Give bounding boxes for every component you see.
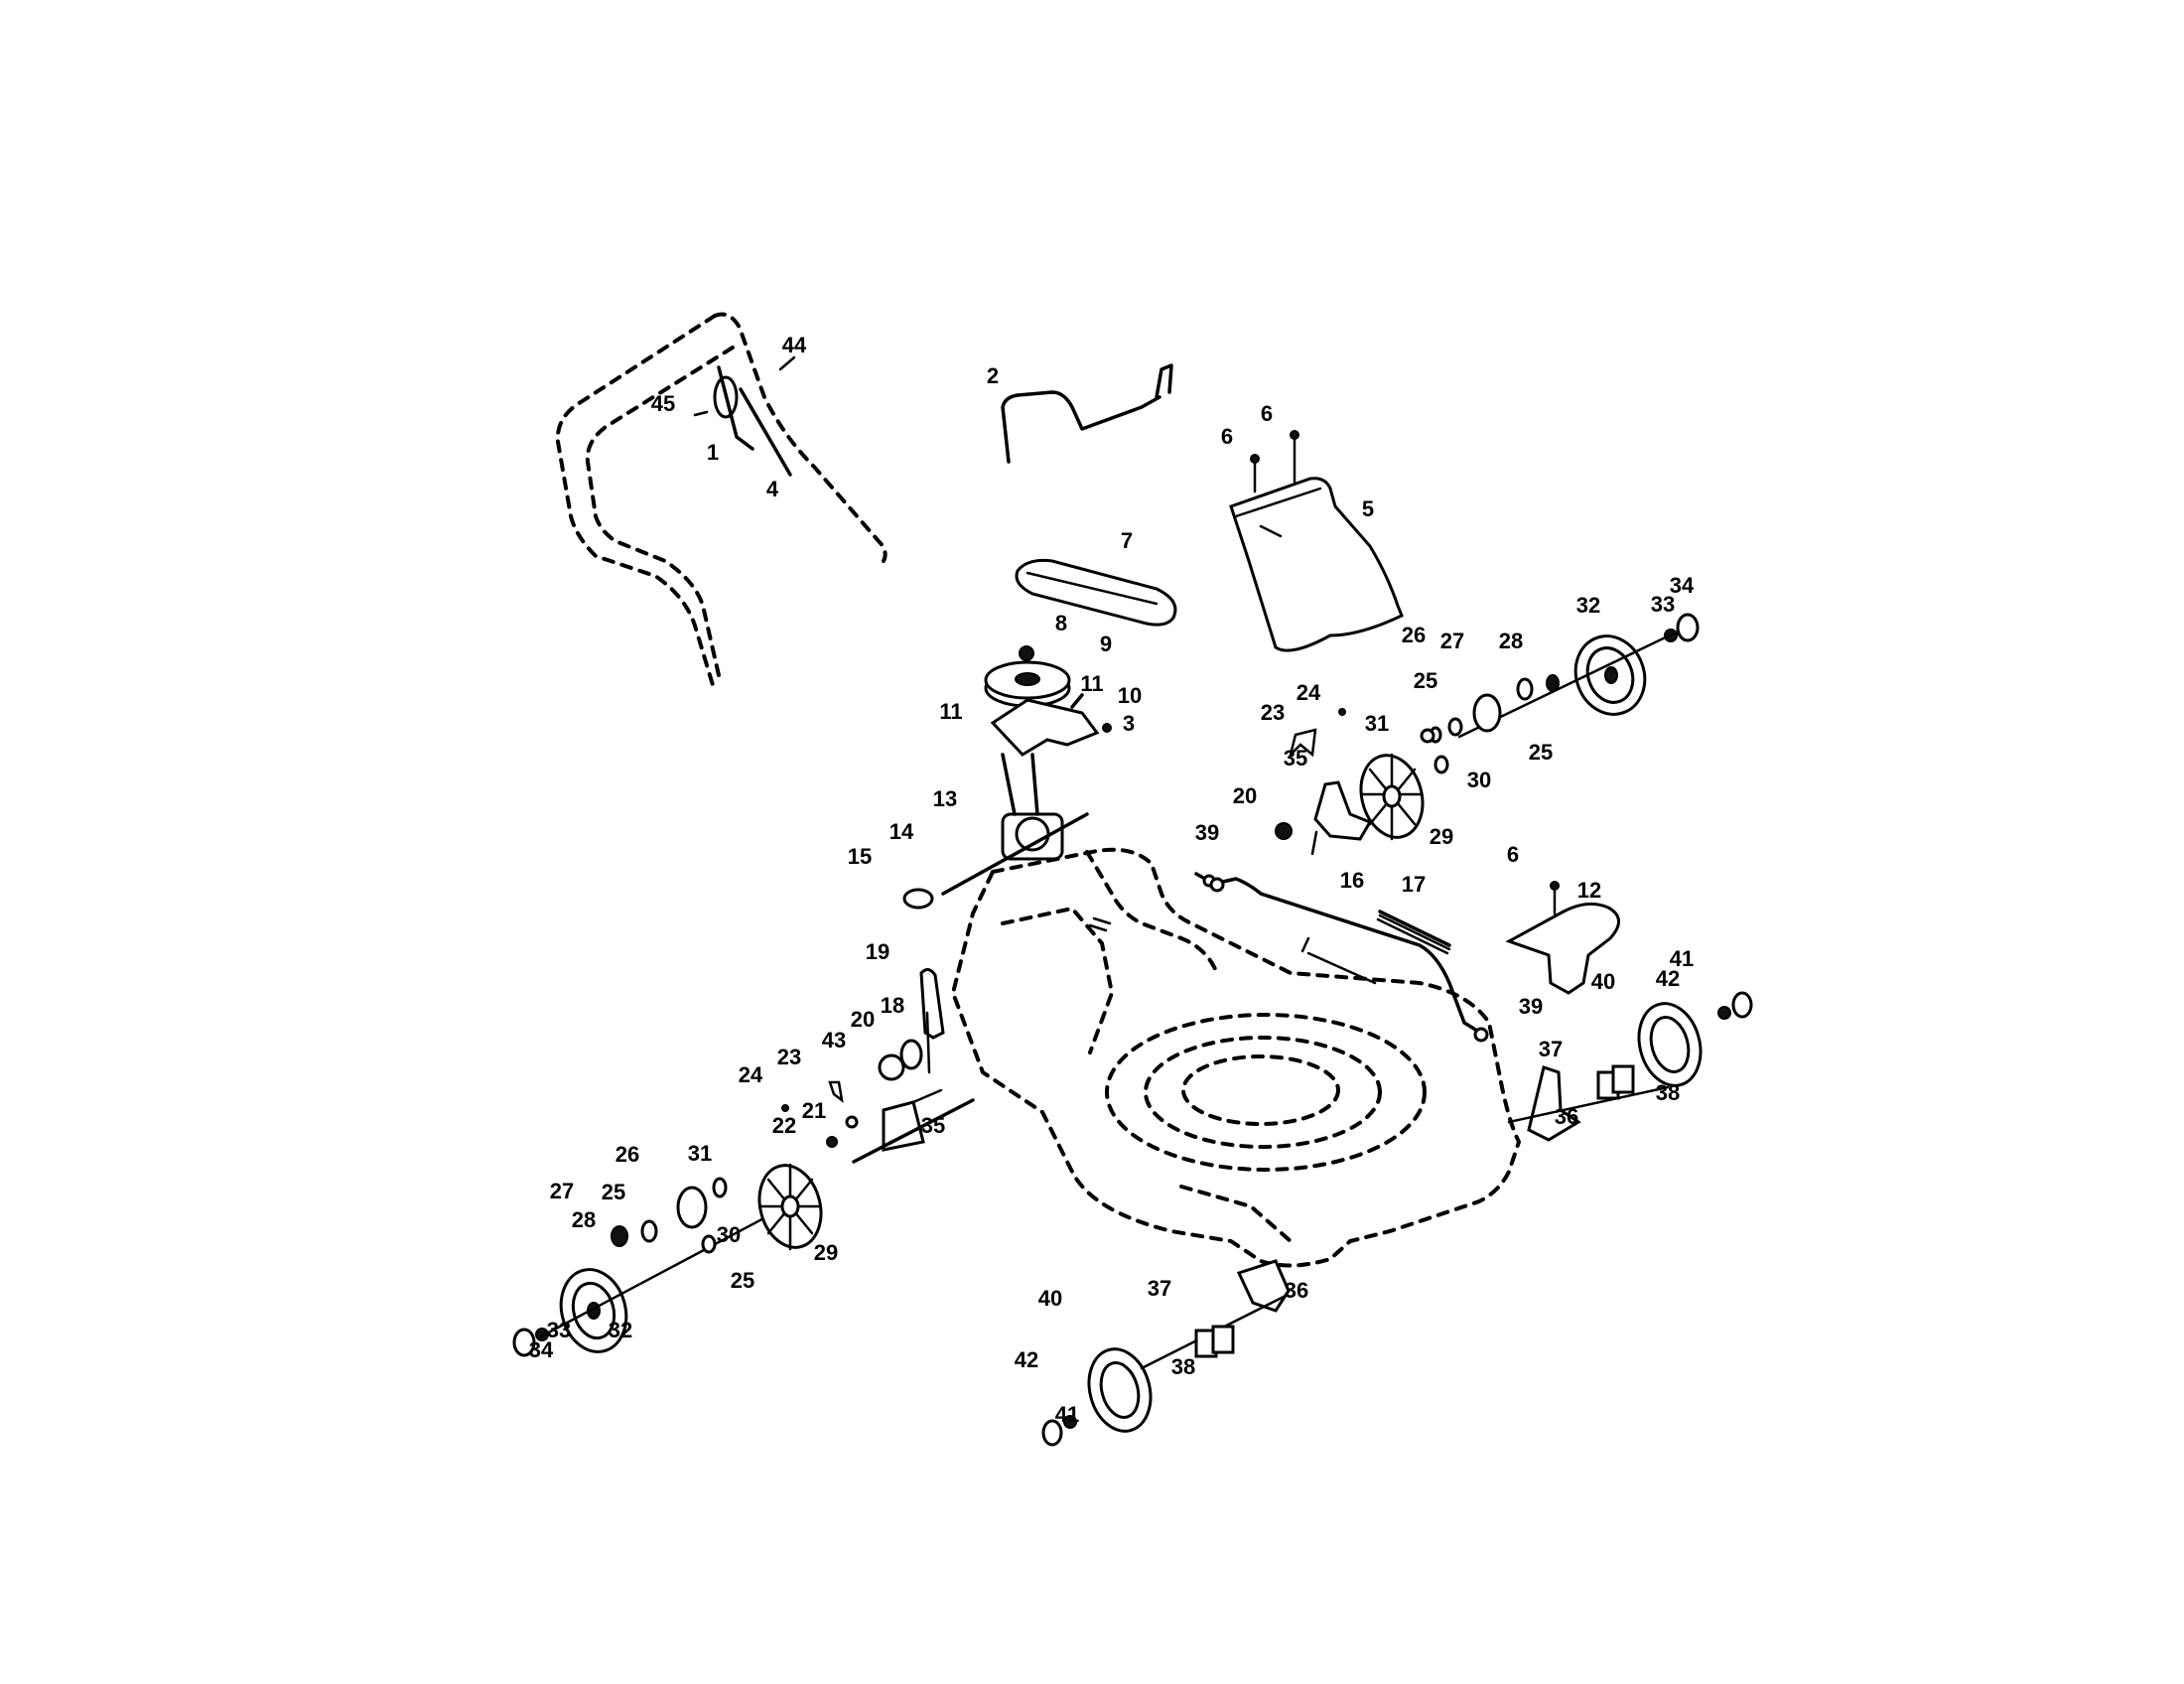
callout-c11a: 11	[1080, 671, 1103, 696]
callout-c22: 22	[772, 1113, 796, 1138]
callout-c30b: 30	[717, 1222, 741, 1247]
callout-c13: 13	[933, 786, 957, 811]
transmission	[902, 753, 1089, 910]
callout-c35b: 35	[921, 1113, 945, 1138]
callout-c42a: 42	[1656, 966, 1680, 991]
height-adjuster-lower-left	[781, 968, 975, 1164]
callout-c25d: 25	[731, 1268, 754, 1293]
callout-c39b: 39	[1519, 994, 1543, 1019]
handle-outline	[555, 312, 887, 687]
rear-wheel-lower-left	[512, 1177, 771, 1357]
callout-c23b: 23	[777, 1045, 801, 1069]
callout-c32a: 32	[1576, 593, 1600, 618]
front-wheel-right	[1507, 991, 1753, 1142]
handle-control-bar	[693, 355, 796, 477]
callout-c43: 43	[822, 1028, 846, 1052]
callout-c33a: 33	[1651, 592, 1675, 617]
callout-c27a: 27	[1440, 629, 1464, 653]
callout-c25c: 25	[602, 1180, 625, 1204]
callout-c24a: 24	[1297, 680, 1321, 705]
callout-c23a: 23	[1261, 700, 1285, 725]
callout-c18: 18	[881, 993, 904, 1018]
callout-c25b: 25	[1529, 740, 1553, 765]
callout-c6a: 6	[1261, 401, 1273, 426]
callout-c40a: 40	[1591, 969, 1615, 994]
callout-c14: 14	[889, 819, 914, 844]
mower-deck	[951, 847, 1521, 1268]
drive-pulley	[984, 645, 1071, 708]
callout-c15: 15	[848, 844, 872, 869]
callout-c44a: 44	[782, 333, 807, 357]
rear-baffle	[1505, 881, 1620, 995]
callout-c39a: 39	[1195, 820, 1219, 845]
callout-c34b: 34	[529, 1337, 554, 1362]
rear-wheel-upper-right	[1429, 613, 1700, 774]
drive-belt	[1015, 559, 1177, 627]
callout-c33b: 33	[547, 1318, 571, 1342]
callout-c29a: 29	[1430, 824, 1453, 849]
callout-c31a: 31	[1365, 711, 1389, 736]
callout-c9: 9	[1100, 632, 1112, 656]
callout-c41b: 41	[1055, 1402, 1079, 1427]
gear-wheel-upper-right	[1359, 753, 1425, 841]
callout-c42b: 42	[1015, 1347, 1038, 1372]
callout-c32b: 32	[609, 1318, 632, 1342]
callout-c3: 3	[1123, 711, 1135, 736]
callout-c45: 45	[651, 391, 675, 416]
callout-c38b: 38	[1171, 1354, 1195, 1379]
height-adjuster-upper-right	[1275, 708, 1435, 856]
callout-c20a: 20	[1233, 783, 1257, 808]
callout-c26b: 26	[615, 1142, 639, 1167]
callout-c30a: 30	[1467, 768, 1491, 792]
callout-c34a: 34	[1670, 573, 1695, 598]
callout-c37b: 37	[1148, 1276, 1171, 1301]
front-wheel-left	[1041, 1259, 1291, 1447]
cable-spring	[1376, 910, 1451, 955]
callout-c37a: 37	[1539, 1037, 1563, 1061]
callout-c38a: 38	[1656, 1080, 1680, 1105]
callout-c1: 1	[707, 440, 719, 465]
callout-c6b: 6	[1221, 424, 1233, 449]
callout-c24b: 24	[739, 1062, 763, 1087]
callout-c8: 8	[1055, 611, 1067, 635]
drive-cable	[1194, 872, 1489, 1043]
callout-c20b: 20	[851, 1007, 875, 1032]
callout-c12: 12	[1577, 878, 1601, 903]
callout-c4: 4	[766, 477, 779, 501]
drive-control-rod	[1001, 363, 1173, 464]
gear-wheel-lower-left	[757, 1163, 823, 1251]
discharge-chute	[1229, 430, 1404, 652]
callout-c10: 10	[1118, 683, 1142, 708]
callout-c21: 21	[802, 1098, 826, 1123]
callout-c28b: 28	[572, 1207, 596, 1232]
callout-c19: 19	[866, 939, 889, 964]
callout-c25a: 25	[1414, 668, 1437, 693]
callout-c36b: 36	[1285, 1278, 1308, 1303]
callout-c41a: 41	[1670, 946, 1694, 971]
callout-c5: 5	[1362, 496, 1374, 521]
callout-c16: 16	[1340, 868, 1364, 893]
callout-c7: 7	[1121, 528, 1133, 553]
callout-c27b: 27	[550, 1179, 574, 1203]
callout-c28a: 28	[1499, 629, 1523, 653]
callout-c40b: 40	[1038, 1286, 1062, 1311]
callout-c11b: 11	[939, 699, 962, 724]
callout-c17: 17	[1402, 872, 1426, 897]
callout-c29b: 29	[814, 1240, 838, 1265]
callout-c2: 2	[987, 363, 999, 388]
callout-c36a: 36	[1555, 1104, 1578, 1129]
callout-c26a: 26	[1402, 623, 1426, 647]
transmission-bracket	[990, 693, 1112, 757]
callout-c31b: 31	[688, 1141, 712, 1166]
callout-c35a: 35	[1284, 746, 1307, 771]
callout-c6c: 6	[1507, 842, 1519, 867]
